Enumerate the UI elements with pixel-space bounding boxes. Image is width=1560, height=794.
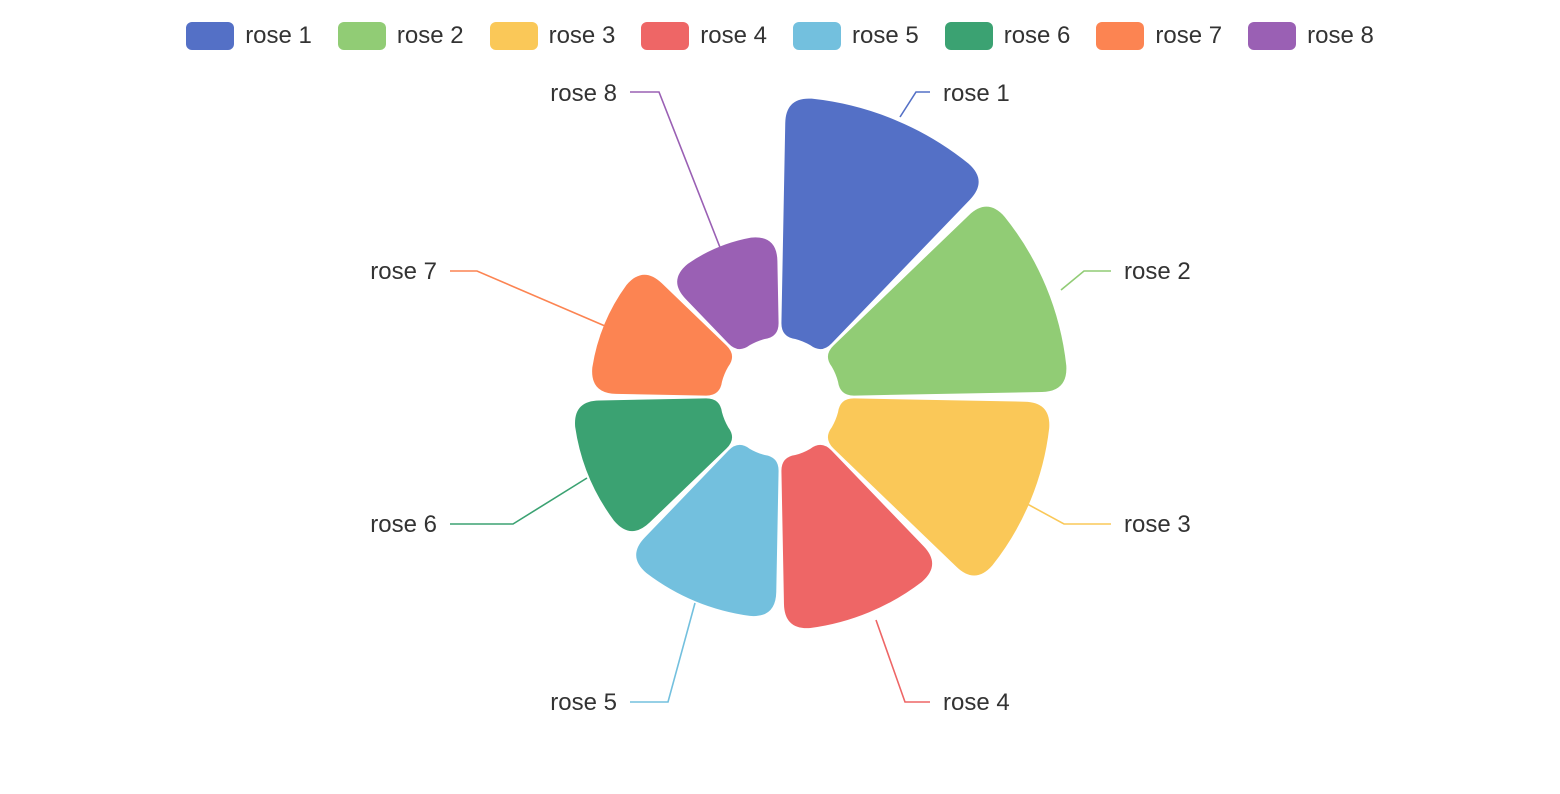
legend-item-rose-7[interactable]: rose 7 xyxy=(1096,22,1222,50)
leader-line-rose-8 xyxy=(630,91,724,256)
leader-line-rose-3 xyxy=(1008,493,1111,525)
leader-line-rose-5 xyxy=(630,602,696,703)
legend-item-rose-8[interactable]: rose 8 xyxy=(1248,22,1374,50)
slice-label-rose-7: rose 7 xyxy=(370,258,437,285)
legend-item-label: rose 8 xyxy=(1307,22,1374,49)
legend-swatch-icon xyxy=(489,22,538,50)
chart-legend: rose 1 rose 2 rose 3 rose 4 rose 5 rose 6 rose… xyxy=(0,22,1560,50)
slice-label-rose-6: rose 6 xyxy=(370,511,437,538)
slice-label-rose-3: rose 3 xyxy=(1124,511,1191,538)
slice-label-rose-8: rose 8 xyxy=(550,80,617,107)
legend-swatch-icon xyxy=(1248,22,1297,50)
rose-sectors-group xyxy=(575,98,1067,629)
label-leader-lines-group xyxy=(450,91,1111,703)
leader-line-rose-4 xyxy=(875,619,930,703)
legend-item-rose-5[interactable]: rose 5 xyxy=(793,22,919,50)
legend-item-label: rose 5 xyxy=(852,22,919,49)
legend-item-rose-1[interactable]: rose 1 xyxy=(186,22,312,50)
slice-label-rose-2: rose 2 xyxy=(1124,258,1191,285)
legend-item-rose-4[interactable]: rose 4 xyxy=(641,22,767,50)
leader-line-rose-7 xyxy=(450,270,613,330)
rose-sector-rose-3[interactable] xyxy=(827,398,1050,576)
legend-item-label: rose 2 xyxy=(396,22,464,49)
leader-line-rose-1 xyxy=(899,91,930,118)
legend-swatch-icon xyxy=(641,22,690,50)
rose-sector-rose-8[interactable] xyxy=(677,237,779,350)
slice-labels-group: rose 1 rose 2 rose 3 rose 4 rose 5 rose 6 rose… xyxy=(370,80,1190,716)
slice-label-rose-5: rose 5 xyxy=(550,689,617,716)
legend-item-label: rose 4 xyxy=(700,22,767,49)
slice-label-rose-1: rose 1 xyxy=(943,80,1010,107)
rose-sector-rose-5[interactable] xyxy=(636,444,779,617)
legend-swatch-icon xyxy=(337,22,386,50)
leader-line-rose-2 xyxy=(1060,270,1111,291)
legend-item-rose-3[interactable]: rose 3 xyxy=(489,22,616,50)
legend-item-label: rose 6 xyxy=(1003,22,1071,49)
legend-swatch-icon xyxy=(793,22,841,50)
legend-item-rose-6[interactable]: rose 6 xyxy=(944,22,1071,50)
rose-sector-rose-6[interactable] xyxy=(575,398,733,532)
rose-sector-rose-2[interactable] xyxy=(827,206,1067,396)
legend-item-label: rose 7 xyxy=(1155,22,1223,49)
legend-swatch-icon xyxy=(186,22,235,50)
legend-swatch-icon xyxy=(944,22,993,50)
legend-item-label: rose 3 xyxy=(548,22,616,49)
legend-item-label: rose 1 xyxy=(245,22,312,49)
rose-sector-rose-4[interactable] xyxy=(781,444,933,629)
slice-label-rose-4: rose 4 xyxy=(943,689,1010,716)
legend-item-rose-2[interactable]: rose 2 xyxy=(337,22,464,50)
legend-swatch-icon xyxy=(1096,22,1145,50)
leader-line-rose-6 xyxy=(450,477,588,525)
rose-sector-rose-1[interactable] xyxy=(781,98,979,350)
rose-sector-rose-7[interactable] xyxy=(592,274,733,396)
